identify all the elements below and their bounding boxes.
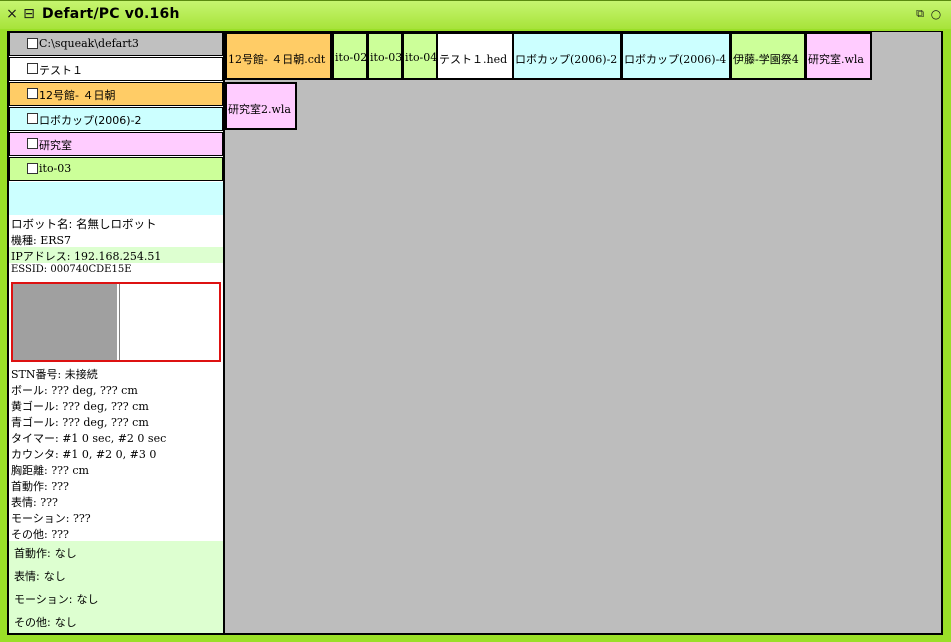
- robot-essid: ESSID: 000740CDE15E: [11, 264, 132, 275]
- file-tab[interactable]: 研究室2.wla: [225, 82, 297, 130]
- yellow-goal-status: 黄ゴール: ??? deg, ??? cm: [11, 400, 149, 413]
- menu-icon[interactable]: ⊟: [23, 6, 35, 22]
- camera-view: [11, 282, 221, 362]
- file-tab[interactable]: ito-02: [332, 32, 368, 80]
- file-list-label: ロボカップ(2006)-2: [39, 114, 142, 127]
- file-list-item[interactable]: 12号館- ４日朝: [9, 82, 223, 106]
- robot-model: 機種: ERS7: [11, 234, 72, 247]
- file-tab[interactable]: ito-03: [367, 32, 403, 80]
- file-list-label: テスト１: [39, 64, 83, 77]
- window-title: Defart/PC v0.16h: [42, 6, 180, 22]
- motion-select[interactable]: なし: [76, 593, 99, 606]
- file-tab[interactable]: 研究室.wla: [805, 32, 872, 80]
- command-panel: 首動作:なし 表情:なし モーション:なし その他:なし: [9, 541, 223, 633]
- file-tab[interactable]: ロボカップ(2006)-2: [512, 32, 622, 80]
- file-list-label: 12号館- ４日朝: [39, 89, 116, 102]
- stn-number: STN番号: 未接続: [11, 368, 98, 381]
- file-tab[interactable]: 12号館- ４日朝.cdt: [225, 32, 332, 80]
- left-panel: C:\squeak\defart3 テスト１ 12号館- ４日朝ロボカップ(2006…: [9, 32, 223, 633]
- command-label: 首動作:: [14, 547, 51, 560]
- command-label: モーション:: [14, 593, 73, 606]
- motion-command[interactable]: モーション:なし: [14, 591, 99, 607]
- head-motion-status: 首動作: ???: [11, 480, 69, 493]
- chest-distance: 胸距離: ??? cm: [11, 464, 89, 477]
- other-command[interactable]: その他:なし: [14, 614, 77, 630]
- expand-icon[interactable]: ○: [930, 7, 942, 21]
- collapse-icon[interactable]: ⧉: [916, 7, 924, 20]
- file-checkbox[interactable]: [27, 163, 38, 174]
- robot-ip: IPアドレス: 192.168.254.51: [11, 250, 162, 263]
- motion-status: モーション: ???: [11, 512, 91, 525]
- file-tab[interactable]: 伊藤-学園祭4: [730, 32, 806, 80]
- head-motion-select[interactable]: なし: [54, 547, 77, 560]
- file-list-item[interactable]: 研究室: [9, 132, 223, 156]
- file-tab[interactable]: ito-04: [402, 32, 438, 80]
- file-checkbox[interactable]: [27, 88, 38, 99]
- title-bar[interactable]: × ⊟ Defart/PC v0.16h ⧉ ○: [0, 1, 951, 29]
- file-list-label: C:\squeak\defart3: [39, 37, 139, 50]
- counter-status: カウンタ: #1 0, #2 0, #3 0: [11, 448, 157, 461]
- file-list-empty-area: [9, 182, 223, 215]
- file-list-item[interactable]: ito-03: [9, 157, 223, 181]
- other-select[interactable]: なし: [54, 616, 77, 629]
- file-list-item[interactable]: C:\squeak\defart3: [9, 32, 223, 56]
- file-checkbox[interactable]: [27, 38, 38, 49]
- camera-image: [13, 284, 117, 360]
- file-list-label: ito-03: [39, 162, 72, 175]
- file-checkbox[interactable]: [27, 63, 38, 74]
- expression-select[interactable]: なし: [43, 570, 66, 583]
- other-status: その他: ???: [11, 528, 69, 541]
- file-checkbox[interactable]: [27, 138, 38, 149]
- robot-name: ロボット名: 名無しロボット: [11, 217, 157, 231]
- expression-status: 表情: ???: [11, 496, 58, 509]
- command-label: その他:: [14, 616, 51, 629]
- command-label: 表情:: [14, 570, 40, 583]
- blue-goal-status: 青ゴール: ??? deg, ??? cm: [11, 416, 149, 429]
- file-checkbox[interactable]: [27, 113, 38, 124]
- file-tab[interactable]: ロボカップ(2006)-4: [621, 32, 731, 80]
- file-list-label: 研究室: [39, 139, 72, 152]
- timer-status: タイマー: #1 0 sec, #2 0 sec: [11, 432, 167, 445]
- camera-image-processed: [119, 284, 219, 360]
- expression-command[interactable]: 表情:なし: [14, 568, 66, 584]
- file-list-item[interactable]: テスト１: [9, 57, 223, 81]
- file-list-item[interactable]: ロボカップ(2006)-2: [9, 107, 223, 131]
- close-icon[interactable]: ×: [6, 6, 18, 22]
- ball-status: ボール: ??? deg, ??? cm: [11, 384, 138, 397]
- file-tab[interactable]: テスト１.hed: [436, 32, 514, 80]
- head-motion-command[interactable]: 首動作:なし: [14, 545, 77, 561]
